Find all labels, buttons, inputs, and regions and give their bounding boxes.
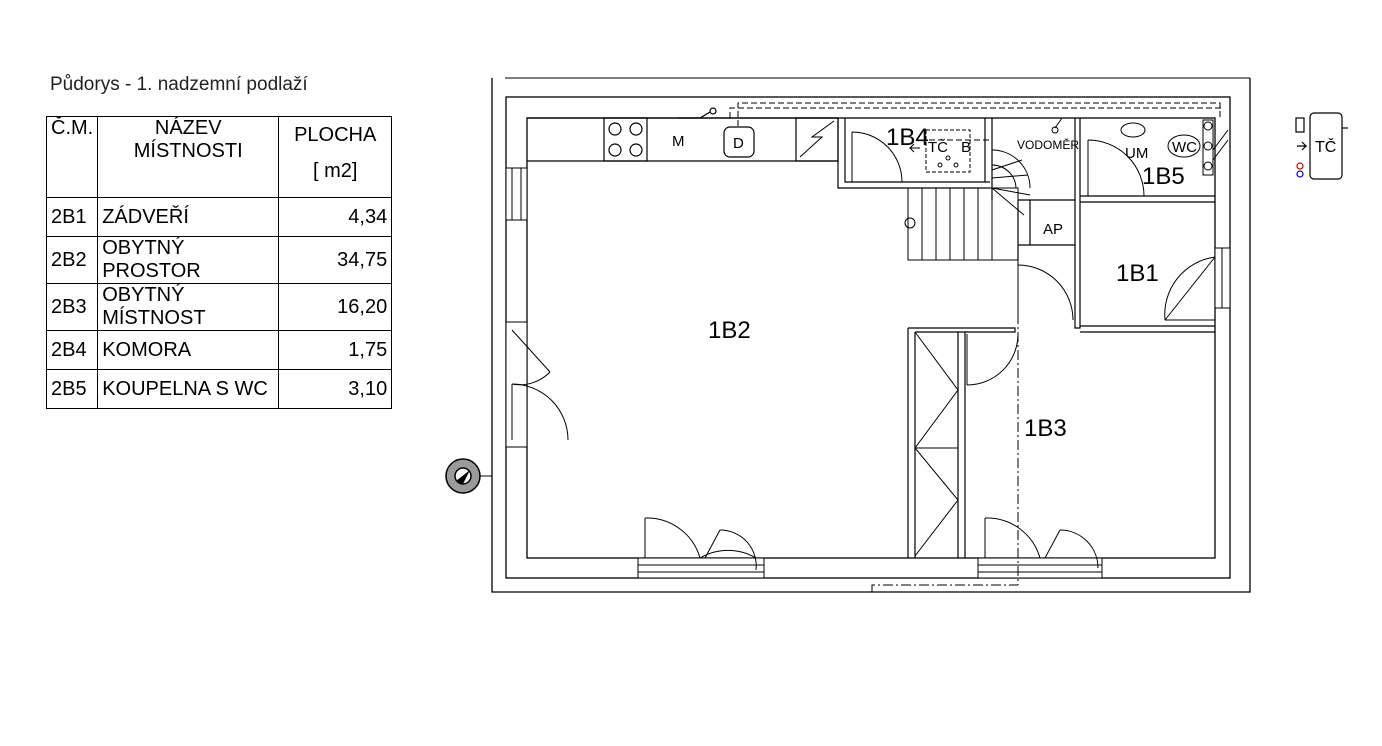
chimney-icon <box>445 458 492 494</box>
fixture-label-wc: WC <box>1172 139 1197 156</box>
table-row: 2B3 OBYTNÝ MÍSTNOST 16,20 <box>45 283 393 331</box>
doors <box>511 131 1216 571</box>
row-number: 2B4 <box>45 330 99 370</box>
header-name: NÁZEV MÍSTNOSTI <box>97 116 280 198</box>
kitchen-counter <box>527 107 839 162</box>
fixture-label-ap: AP <box>1043 221 1063 238</box>
room-label-1b4: 1B4 <box>886 124 929 151</box>
row-number: 2B1 <box>45 197 99 237</box>
bathroom-fixtures <box>1051 117 1229 176</box>
row-area: 34,75 <box>278 236 393 284</box>
fixture-label-um: UM <box>1125 145 1148 162</box>
room-label-1b5: 1B5 <box>1142 163 1185 190</box>
room-label-1b3: 1B3 <box>1024 415 1067 442</box>
fixture-label-d: D <box>733 135 744 152</box>
row-area: 1,75 <box>278 330 393 370</box>
table-header-row: Č.M. NÁZEV MÍSTNOSTI PLOCHA [ m2] <box>45 116 393 198</box>
fixture-label-vodomer: VODOMĚR <box>1017 137 1079 152</box>
row-name: ZÁDVEŘÍ <box>97 197 280 237</box>
room-label-1b2: 1B2 <box>708 317 751 344</box>
section-line <box>871 260 1019 592</box>
row-area: 16,20 <box>278 283 393 331</box>
table-row: 2B5 KOUPELNA S WC 3,10 <box>45 369 393 409</box>
staircase <box>904 149 1031 261</box>
page-title: Půdorys - 1. nadzemní podlaží <box>50 74 308 95</box>
room-label-1b1: 1B1 <box>1116 260 1159 287</box>
row-area: 3,10 <box>278 369 393 409</box>
heat-pump-legend <box>1295 112 1348 180</box>
legend-label-tc: TČ <box>1315 137 1336 156</box>
fixture-labels: M D TČ B VODOMĚR UM WC AP TČ <box>672 133 1336 238</box>
row-name: KOUPELNA S WC <box>97 369 280 409</box>
windows <box>505 167 1231 579</box>
row-number: 2B5 <box>45 369 99 409</box>
header-area-label: PLOCHA <box>294 124 377 146</box>
header-area-unit: [ m2] <box>312 160 358 182</box>
room-labels: 1B2 1B1 1B3 1B4 1B5 <box>708 124 1185 442</box>
wardrobe <box>914 331 959 557</box>
row-name: OBYTNÝ PROSTOR <box>97 236 280 284</box>
table-row: 2B2 OBYTNÝ PROSTOR 34,75 <box>45 236 393 284</box>
row-area: 4,34 <box>278 197 393 237</box>
header-number: Č.M. <box>45 116 99 198</box>
row-number: 2B2 <box>45 236 99 284</box>
room-table: Č.M. NÁZEV MÍSTNOSTI PLOCHA [ m2] 2B1 ZÁ… <box>45 116 393 409</box>
interior-walls <box>527 118 1215 558</box>
storeroom-equipment <box>908 129 971 173</box>
row-number: 2B3 <box>45 283 99 331</box>
pipe-run <box>729 102 1224 141</box>
header-area: PLOCHA [ m2] <box>278 116 393 198</box>
fixture-label-b: B <box>961 139 971 156</box>
row-name: OBYTNÝ MÍSTNOST <box>97 283 280 331</box>
row-name: KOMORA <box>97 330 280 370</box>
fixture-label-m: M <box>672 133 685 150</box>
table-row: 2B4 KOMORA 1,75 <box>45 330 393 370</box>
table-row: 2B1 ZÁDVEŘÍ 4,34 <box>45 197 393 237</box>
fixture-label-tc: TČ <box>928 139 948 156</box>
